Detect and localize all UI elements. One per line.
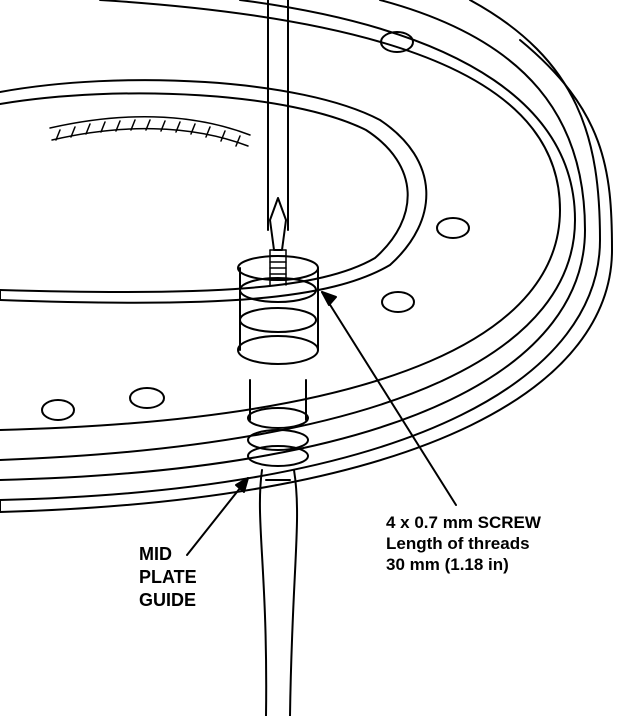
label-line: 30 mm (1.18 in)	[386, 555, 509, 574]
mid-plate-guide	[237, 255, 319, 467]
plate-outer-rings	[0, 0, 613, 513]
mounting-hole	[41, 399, 75, 421]
guide-leader-line	[186, 477, 249, 556]
mounting-hole	[381, 291, 415, 313]
screwdriver-shaft	[267, 0, 289, 251]
mid-plate-guide-label: MID PLATE GUIDE	[139, 543, 197, 612]
plate-inner-opening	[0, 79, 428, 304]
label-line: MID	[139, 544, 172, 564]
label-line: GUIDE	[139, 590, 197, 610]
inner-toothed-ring	[49, 116, 251, 147]
mounting-hole	[436, 217, 470, 239]
screwdriver-blade	[258, 469, 299, 716]
mounting-hole	[129, 387, 165, 409]
label-line: PLATE	[139, 567, 197, 587]
label-line: 4 x 0.7 mm SCREW	[386, 513, 541, 532]
mounting-hole	[380, 31, 414, 53]
screw-spec-label: 4 x 0.7 mm SCREW Length of threads 30 mm…	[386, 512, 541, 575]
label-line: Length of threads	[386, 534, 530, 553]
plate-mounting-holes	[41, 31, 470, 421]
screw-leader-line	[321, 291, 457, 506]
